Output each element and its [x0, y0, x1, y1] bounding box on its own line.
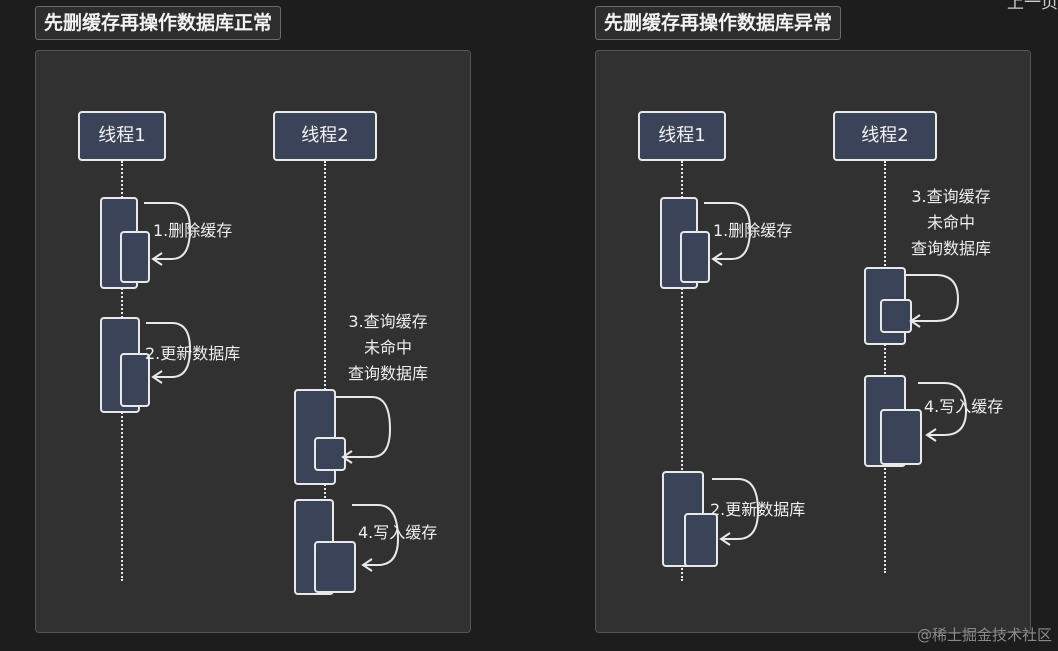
thread2-box: 线程2 — [833, 111, 937, 161]
clipped-corner-text: 上一页 — [1007, 0, 1058, 13]
thread1-sub-activation-delete — [680, 231, 710, 283]
self-call-arrow-query — [904, 274, 960, 328]
step3-label: 3.查询缓存 未命中 查询数据库 — [328, 309, 448, 387]
step3-line1: 3.查询缓存 — [348, 312, 428, 331]
step1-label: 1.删除缓存 — [713, 221, 793, 240]
diagram-panel-abnormal: 线程1 线程2 1.删除缓存 3.查询缓存 未命中 查询数据库 4.写入缓存 2… — [595, 50, 1031, 633]
self-call-arrow-delete — [704, 202, 752, 266]
self-call-arrow-query — [334, 396, 392, 464]
step2-label: 2.更新数据库 — [145, 344, 241, 363]
step4-label: 4.写入缓存 — [924, 397, 1004, 416]
step3-line3: 查询数据库 — [347, 364, 428, 383]
diagram-panel-normal: 线程1 线程2 1.删除缓存 2.更新数据库 3.查询缓存 未命中 查询数据库 … — [35, 50, 471, 633]
thread1-sub-activation-update — [684, 513, 718, 567]
thread2-sub-activation-query — [880, 299, 912, 333]
step3-line1: 3.查询缓存 — [911, 187, 991, 206]
step1-label: 1.删除缓存 — [153, 221, 233, 240]
thread2-lifeline — [324, 161, 326, 581]
self-call-arrow-write — [918, 382, 968, 442]
thread2-sub-activation-query — [314, 437, 346, 471]
step2-label: 2.更新数据库 — [710, 500, 806, 519]
self-call-arrow-update — [146, 322, 192, 384]
thread1-lifeline — [681, 161, 683, 581]
thread1-box: 线程1 — [638, 111, 726, 161]
thread2-lifeline — [884, 161, 886, 573]
thread2-box: 线程2 — [273, 111, 377, 161]
thread2-sub-activation-write — [314, 541, 356, 593]
thread1-sub-activation-update — [120, 353, 150, 407]
step3-line3: 查询数据库 — [910, 239, 991, 258]
self-call-arrow-update — [712, 478, 760, 546]
step3-line2: 未命中 — [926, 213, 975, 232]
thread2-sub-activation-write — [880, 409, 922, 465]
thread1-box: 线程1 — [78, 111, 166, 161]
watermark: @稀土掘金技术社区 — [916, 626, 1052, 644]
step3-label: 3.查询缓存 未命中 查询数据库 — [896, 184, 1006, 262]
step3-line2: 未命中 — [363, 338, 412, 357]
self-call-arrow-delete — [144, 202, 192, 266]
thread1-sub-activation-delete — [120, 231, 150, 283]
diagram-title-abnormal: 先删缓存再操作数据库异常 — [595, 6, 842, 40]
diagram-title-normal: 先删缓存再操作数据库正常 — [35, 6, 282, 40]
step4-label: 4.写入缓存 — [358, 523, 438, 542]
self-call-arrow-write — [352, 504, 400, 572]
